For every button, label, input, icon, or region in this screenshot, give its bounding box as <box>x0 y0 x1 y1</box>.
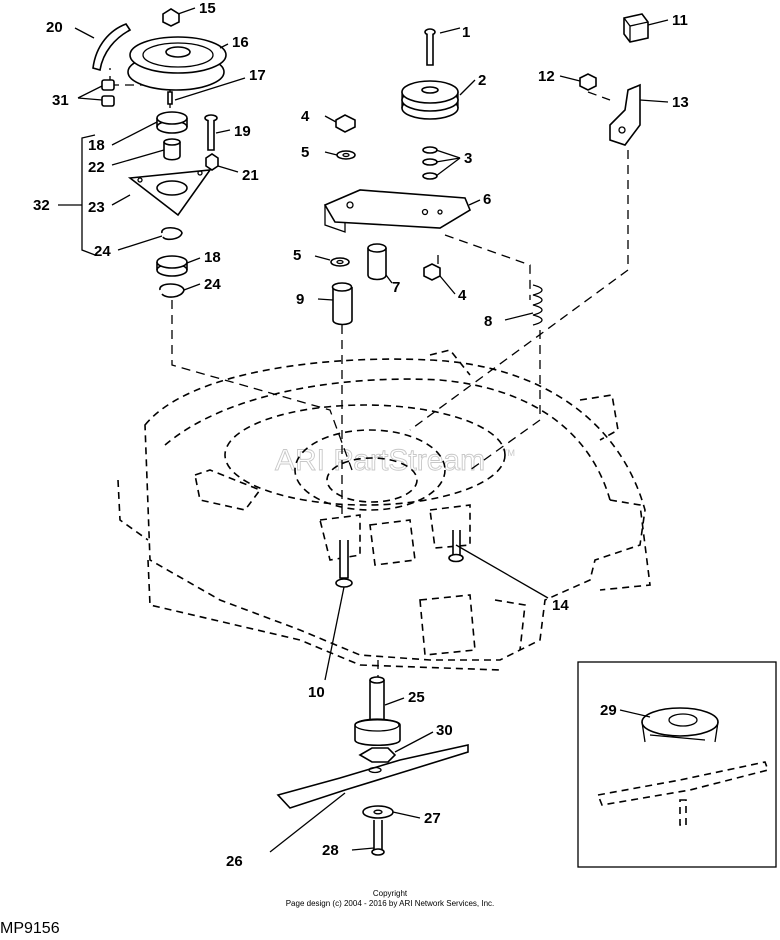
part-21-nut <box>205 153 219 171</box>
part-27-washer <box>362 805 394 819</box>
part-8-spring <box>532 284 543 326</box>
part-18-bearing-top <box>156 111 188 134</box>
callout-10: 10 <box>308 684 325 701</box>
part-6-plate <box>323 189 472 233</box>
copyright-notice: Copyright Page design (c) 2004 - 2016 by… <box>0 889 780 909</box>
callout-8: 8 <box>484 313 492 330</box>
callout-3: 3 <box>464 150 472 167</box>
part-1-bolt <box>424 28 436 66</box>
inset-box <box>577 661 777 868</box>
callout-leaders <box>58 7 669 853</box>
callout-20: 20 <box>46 19 63 36</box>
part-13-arm <box>609 83 641 146</box>
callout-9: 9 <box>296 291 304 308</box>
part-4-nut-bottom <box>423 263 441 281</box>
callout-5-top: 5 <box>301 144 309 161</box>
callout-18-top: 18 <box>88 137 105 154</box>
callout-4-bottom: 4 <box>458 287 467 304</box>
callout-1: 1 <box>462 24 470 41</box>
copyright-line-1: Copyright <box>372 889 408 898</box>
callout-30: 30 <box>436 722 453 739</box>
callout-22: 22 <box>88 159 105 176</box>
part-15-nut <box>162 8 180 27</box>
part-16-pulley <box>127 36 227 91</box>
callout-19: 19 <box>234 123 251 140</box>
copyright-line-2: Page design (c) 2004 - 2016 by ARI Netwo… <box>285 899 495 908</box>
callout-14: 14 <box>552 597 569 614</box>
callout-4-top: 4 <box>301 108 310 125</box>
diagram-id: MP9156 <box>0 920 60 937</box>
callout-21: 21 <box>242 167 259 184</box>
watermark-trademark: TM <box>502 448 515 458</box>
watermark-text: ARI PartStream <box>275 444 485 477</box>
assembly-lines <box>109 68 629 680</box>
part-5-washer-top <box>336 150 356 160</box>
part-24-snap-ring-b <box>159 283 185 298</box>
part-30-adapter <box>358 747 397 763</box>
callout-24-top: 24 <box>94 243 111 260</box>
part-25-spindle <box>354 676 401 747</box>
callout-17: 17 <box>249 67 266 84</box>
callout-23: 23 <box>88 199 105 216</box>
part-29-adapter <box>641 707 719 743</box>
callout-11: 11 <box>672 12 688 29</box>
part-19-bolt <box>204 114 218 151</box>
callout-2: 2 <box>478 72 486 89</box>
part-5-washer-bottom <box>330 257 350 267</box>
part-7-spacer <box>367 243 387 281</box>
callout-15: 15 <box>199 0 216 17</box>
part-3-washers <box>422 146 438 180</box>
callout-25: 25 <box>408 689 425 706</box>
part-18-bearing-bottom <box>156 255 188 277</box>
callout-24-bottom: 24 <box>204 276 221 293</box>
part-11-bracket-piece <box>623 13 649 43</box>
callout-32: 32 <box>33 197 50 214</box>
part-4-nut-top <box>335 114 356 133</box>
bracket-32 <box>81 134 96 256</box>
part-28-bolt <box>371 820 385 856</box>
part-17-key <box>167 91 173 105</box>
callout-6: 6 <box>483 191 491 208</box>
callout-18-bottom: 18 <box>204 249 221 266</box>
part-14-bolt <box>448 530 464 563</box>
part-2-pulley <box>401 80 459 120</box>
part-9-spacer <box>331 282 353 326</box>
part-22-bushing <box>163 138 181 161</box>
part-24-snap-ring-a <box>161 226 183 241</box>
part-10-bolt <box>335 540 353 588</box>
part-26-blade <box>276 744 469 809</box>
callout-26: 26 <box>226 853 243 870</box>
callout-7: 7 <box>392 279 400 296</box>
callout-28: 28 <box>322 842 339 859</box>
part-23-bracket <box>127 169 212 217</box>
callout-29: 29 <box>600 702 617 719</box>
callout-31: 31 <box>52 92 69 109</box>
callout-27: 27 <box>424 810 441 827</box>
mower-deck <box>117 349 651 671</box>
callout-5-bottom: 5 <box>293 247 301 264</box>
part-20-belt-guide <box>92 23 132 72</box>
callout-12: 12 <box>538 68 555 85</box>
callout-numbers: 1 2 3 4 4 5 5 6 7 8 9 10 11 12 13 14 15 … <box>33 0 689 870</box>
callout-16: 16 <box>232 34 249 51</box>
watermark: ARI PartStream TM <box>275 444 515 478</box>
part-31-spacers <box>101 79 115 107</box>
part-12-nut <box>579 73 597 91</box>
callout-13: 13 <box>672 94 689 111</box>
